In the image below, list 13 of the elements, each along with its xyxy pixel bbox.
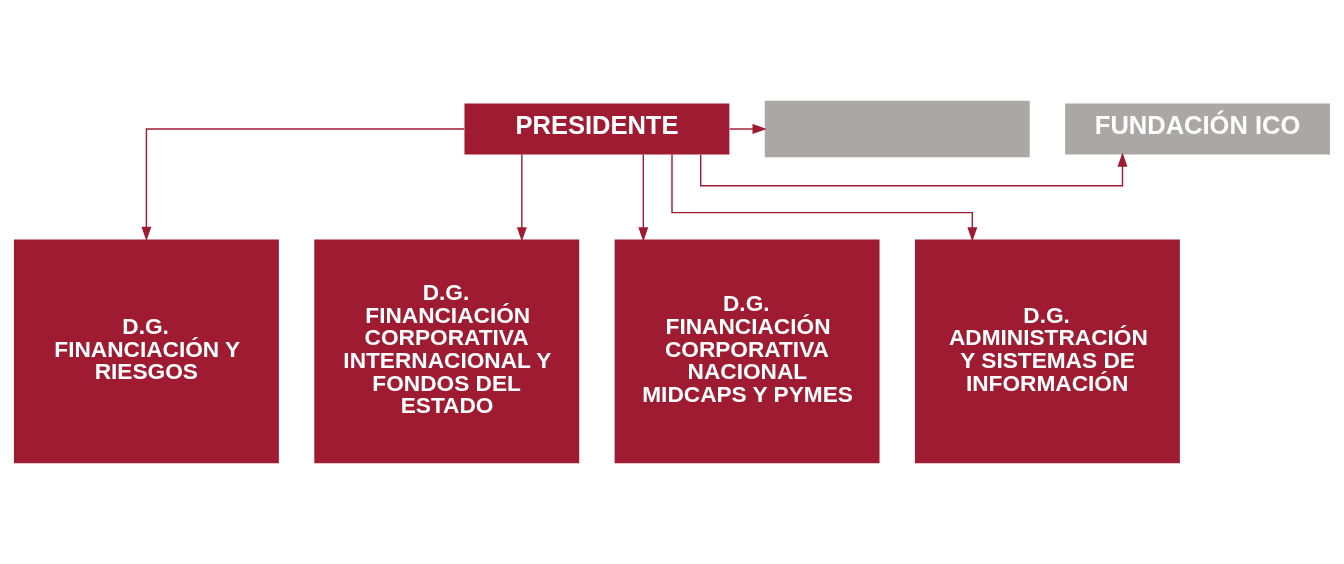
- arrow: [728, 124, 767, 134]
- arrow: [671, 153, 978, 242]
- node-box: [764, 100, 1030, 158]
- arrow: [700, 152, 1128, 187]
- node-box: FUNDACIÓN ICO: [1065, 103, 1331, 155]
- node-box: D.G. FINANCIACIÓN Y RIESGOS: [13, 239, 279, 464]
- arrow: [516, 153, 527, 242]
- node-box: D.G. ADMINISTRACIÓN Y SISTEMAS DE INFORMACIÓN: [914, 239, 1180, 464]
- node-box: PRESIDENTE: [464, 103, 730, 155]
- arrow: [638, 153, 649, 242]
- arrow: [141, 128, 465, 242]
- node-box: D.G. FINANCIACIÓN CORPORATIVA INTERNACIONAL Y FONDOS DEL ESTADO: [314, 239, 580, 464]
- node-box: D.G. FINANCIACIÓN CORPORATIVA NACIONAL MIDCAPS Y PYMES: [614, 239, 880, 464]
